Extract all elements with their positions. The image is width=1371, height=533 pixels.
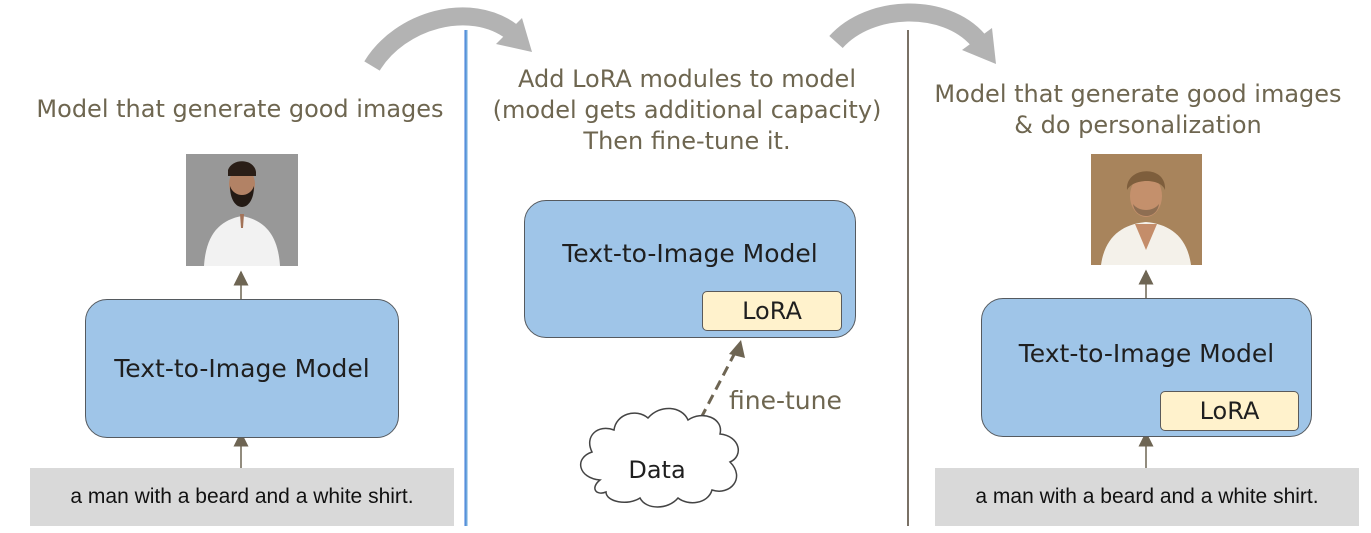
generated-image-left (186, 154, 298, 266)
prompt-text: a man with a beard and a white shirt. (975, 485, 1319, 508)
cloud-icon (580, 407, 740, 508)
model-label: Text-to-Image Model (114, 354, 370, 383)
prompt-text: a man with a beard and a white shirt. (70, 485, 414, 508)
text-to-image-model-right: Text-to-Image Model LoRA (981, 298, 1312, 437)
generated-image-right (1091, 154, 1202, 265)
lora-module-right: LoRA (1160, 391, 1299, 431)
lora-label: LoRA (742, 297, 802, 325)
prompt-box-left: a man with a beard and a white shirt. (30, 468, 454, 526)
middle-heading-line-3: Then fine-tune it. (583, 127, 791, 155)
curved-arrow-icon (829, 3, 996, 64)
right-heading-line-1: Model that generate good images (934, 80, 1342, 108)
data-label: Data (628, 456, 686, 484)
fine-tune-arrow (699, 344, 741, 419)
left-heading: Model that generate good images (36, 95, 444, 123)
model-label: Text-to-Image Model (562, 239, 818, 268)
right-heading-line-2: & do personalization (1014, 111, 1262, 139)
right-heading: Model that generate good images & do per… (916, 79, 1360, 141)
text-to-image-model-left: Text-to-Image Model (85, 299, 399, 438)
middle-heading-line-1: Add LoRA modules to model (517, 65, 856, 93)
middle-heading-line-2: (model gets additional capacity) (492, 96, 882, 124)
lora-label: LoRA (1199, 397, 1260, 425)
prompt-box-right: a man with a beard and a white shirt. (935, 468, 1359, 526)
middle-heading: Add LoRA modules to model (model gets ad… (470, 64, 904, 157)
lora-module-middle: LoRA (702, 291, 842, 331)
fine-tune-label: fine-tune (729, 386, 842, 415)
text-to-image-model-middle: Text-to-Image Model LoRA (524, 200, 856, 338)
model-label: Text-to-Image Model (1018, 339, 1275, 368)
curved-arrow-icon (364, 7, 532, 72)
